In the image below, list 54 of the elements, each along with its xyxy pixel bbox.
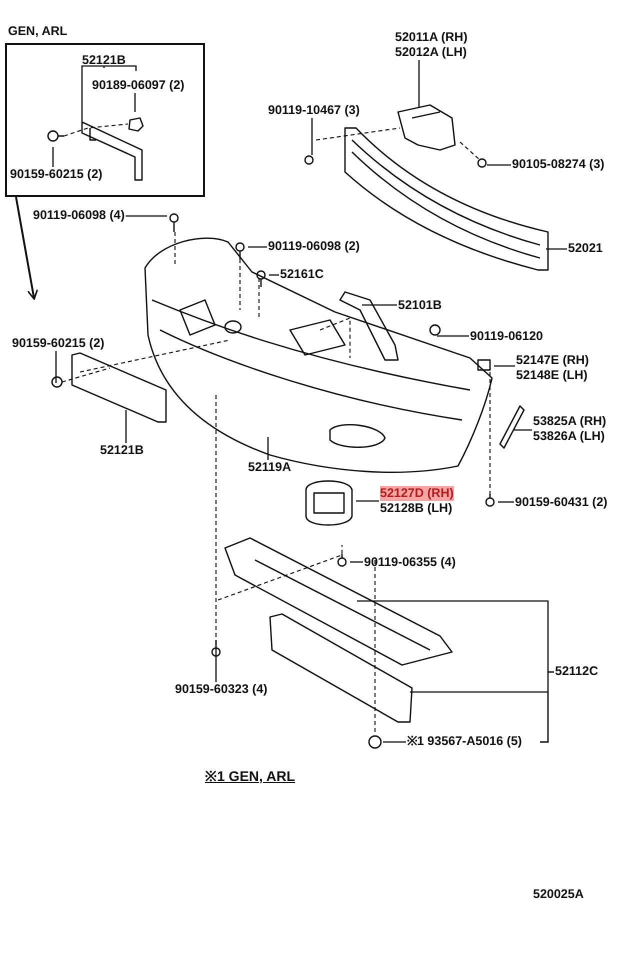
part-number: 90119-06120 [470, 329, 543, 344]
part-number: 52147E (RH) [516, 353, 589, 368]
leader-line [267, 437, 269, 460]
inset-heading: GEN, ARL [8, 24, 68, 39]
footnote: ※1 GEN, ARL [205, 767, 296, 785]
leader-line [52, 147, 54, 167]
part-number: 52021 [568, 241, 603, 256]
diagram-number: 520025A [533, 887, 584, 901]
leader-line [126, 215, 167, 217]
leader-line [514, 429, 532, 431]
leader-line [134, 93, 136, 112]
part-number: 90119-06098 (2) [268, 239, 360, 254]
part-number: 52101B [398, 298, 442, 313]
part-number: 52012A (LH) [395, 45, 467, 60]
leader-line [383, 741, 406, 743]
part-number: 52127D (RH) [380, 486, 454, 501]
part-number: 53825A (RH) [533, 414, 606, 429]
leader-line [487, 164, 511, 166]
leader-line [215, 648, 217, 682]
leader-line [494, 365, 515, 367]
part-number: 52161C [280, 267, 324, 282]
part-number: 90159-60431 (2) [515, 495, 608, 510]
part-number: 90159-60323 (4) [175, 682, 268, 697]
part-number: 53826A (LH) [533, 429, 605, 444]
leader-line [418, 60, 420, 108]
part-number: 90189-06097 (2) [92, 78, 184, 93]
leader-line [437, 335, 469, 337]
leader-line [269, 274, 279, 276]
part-number: 52119A [248, 460, 292, 475]
part-number: ※1 93567-A5016 (5) [407, 734, 522, 749]
leader-line [498, 501, 514, 503]
leader-line [55, 351, 57, 383]
leader-line [311, 118, 313, 155]
leader-line [362, 304, 397, 306]
part-number: 90119-06355 (4) [364, 555, 456, 570]
leader-line [350, 561, 363, 563]
part-number: 90119-06098 (4) [33, 208, 125, 223]
part-number: 90119-10467 (3) [268, 103, 360, 118]
leader-line [81, 65, 137, 123]
leader-line [356, 500, 379, 502]
part-number: 52011A (RH) [395, 30, 468, 45]
part-number: 90159-60215 (2) [12, 336, 104, 351]
part-number: 90105-08274 (3) [512, 157, 604, 172]
arrow [15, 196, 38, 300]
part-number: 52121B [100, 443, 144, 458]
leader-line [248, 246, 267, 248]
leader-line [410, 671, 554, 693]
part-number: 52121B [82, 53, 126, 68]
part-number: 52112C [555, 664, 598, 679]
leader-line [546, 248, 567, 250]
part-number: 90159-60215 (2) [10, 167, 102, 182]
leader-line [125, 410, 127, 443]
part-number: 52148E (LH) [516, 368, 588, 383]
part-number: 52128B (LH) [380, 501, 452, 516]
